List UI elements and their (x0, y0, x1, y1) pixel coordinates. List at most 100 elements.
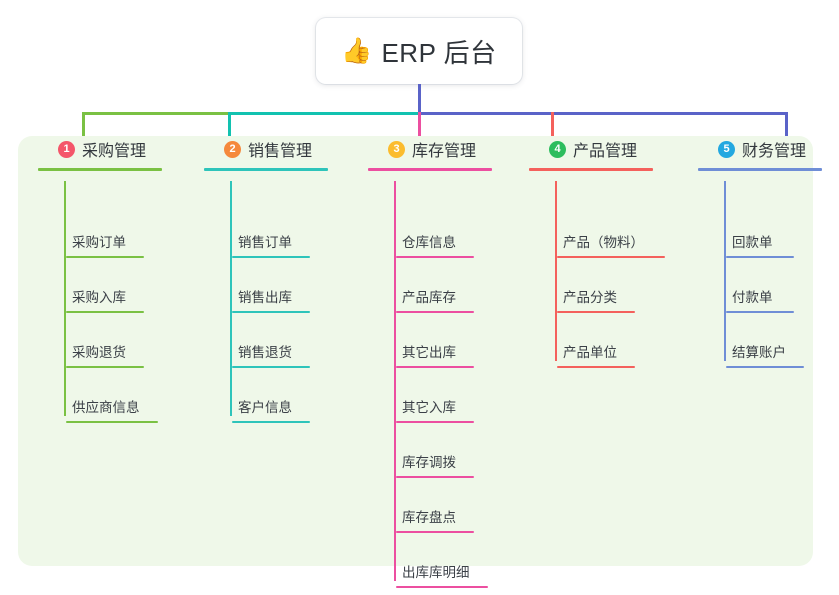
branch-header-rule-1 (38, 168, 162, 171)
leaf-item-rule (396, 256, 474, 258)
connector-drop-3 (418, 112, 421, 152)
leaf-item[interactable]: 回款单 (726, 231, 794, 265)
connector-drop-1 (82, 112, 85, 152)
branch-header-4[interactable]: 4 产品管理 (529, 136, 653, 162)
leaf-item-label: 结算账户 (732, 345, 786, 360)
branch-title-2: 销售管理 (248, 143, 313, 160)
branch-spine-5 (724, 181, 726, 361)
leaf-item[interactable]: 其它入库 (396, 396, 474, 430)
branch-header-rule-5 (698, 168, 822, 171)
leaf-item[interactable]: 供应商信息 (66, 396, 158, 430)
leaf-item-rule (726, 311, 794, 313)
thumbs-up-icon: 👍 (341, 36, 373, 65)
leaf-item-rule (396, 311, 474, 313)
connector-drop-2 (228, 112, 231, 152)
leaf-item-label: 出库库明细 (402, 565, 470, 580)
leaf-item-label: 产品单位 (563, 345, 617, 360)
leaf-item[interactable]: 产品（物料） (557, 231, 665, 265)
connector-drop-5 (785, 112, 788, 152)
branch-title-4: 产品管理 (573, 143, 638, 160)
connector-bar-mid (228, 112, 420, 115)
leaf-item-label: 仓库信息 (402, 235, 456, 250)
leaf-item[interactable]: 库存调拨 (396, 451, 474, 485)
leaf-item-rule (396, 531, 474, 533)
branch-title-3: 库存管理 (412, 143, 477, 160)
leaf-item-label: 销售出库 (238, 290, 292, 305)
connector-bar-left (82, 112, 230, 115)
leaf-item-label: 付款单 (732, 290, 773, 305)
leaf-item-label: 客户信息 (238, 400, 292, 415)
leaf-item[interactable]: 采购入库 (66, 286, 144, 320)
connector-bar-right (418, 112, 788, 115)
leaf-item-label: 产品库存 (402, 290, 456, 305)
leaf-item[interactable]: 其它出库 (396, 341, 474, 375)
leaf-item[interactable]: 产品分类 (557, 286, 635, 320)
leaf-item-rule (557, 311, 635, 313)
leaf-item[interactable]: 销售退货 (232, 341, 310, 375)
leaf-item-rule (232, 421, 310, 423)
leaf-item-rule (66, 256, 144, 258)
leaf-item-label: 销售订单 (238, 235, 292, 250)
branch-spine-3 (394, 181, 396, 581)
branch-column-4: 4 产品管理产品（物料） 产品分类产品单位 (529, 136, 665, 368)
leaf-item-rule (66, 311, 144, 313)
branch-badge-5: 5 (718, 140, 735, 158)
branch-column-5: 5 财务管理回款单付款单结算账户 (698, 136, 822, 368)
leaf-item[interactable]: 销售订单 (232, 231, 310, 265)
leaf-item[interactable]: 付款单 (726, 286, 794, 320)
leaf-item-label: 供应商信息 (72, 400, 140, 415)
leaf-item-rule (726, 256, 794, 258)
branch-column-3: 3 库存管理仓库信息产品库存其它出库其它入库库存调拨库存盘点出库库明细 (368, 136, 492, 588)
leaf-item[interactable]: 出库库明细 (396, 561, 488, 595)
branch-badge-2: 2 (224, 140, 241, 158)
leaf-item-label: 采购订单 (72, 235, 126, 250)
leaf-item-rule (557, 366, 635, 368)
leaf-item-label: 回款单 (732, 235, 773, 250)
leaf-item-rule (396, 421, 474, 423)
branch-title-1: 采购管理 (82, 143, 147, 160)
branch-header-rule-3 (368, 168, 492, 171)
leaf-item[interactable]: 销售出库 (232, 286, 310, 320)
leaf-item[interactable]: 结算账户 (726, 341, 804, 375)
leaf-item[interactable]: 客户信息 (232, 396, 310, 430)
leaf-item[interactable]: 仓库信息 (396, 231, 474, 265)
branch-header-5[interactable]: 5 财务管理 (698, 136, 822, 162)
leaf-item[interactable]: 产品单位 (557, 341, 635, 375)
diagram-panel: 1 采购管理采购订单采购入库采购退货供应商信息 2 销售管理销售订单销售出库销售退货… (18, 136, 822, 588)
branch-spine-1 (64, 181, 66, 416)
branch-badge-1: 1 (58, 140, 75, 158)
branch-header-2[interactable]: 2 销售管理 (204, 136, 328, 162)
branch-header-rule-2 (204, 168, 328, 171)
leaf-item-rule (232, 366, 310, 368)
connector-trunk (418, 84, 421, 114)
leaf-item-label: 采购入库 (72, 290, 126, 305)
leaf-item[interactable]: 采购订单 (66, 231, 144, 265)
branch-badge-4: 4 (549, 140, 566, 158)
leaf-item-rule (66, 366, 144, 368)
leaf-item-label: 销售退货 (238, 345, 292, 360)
leaf-item-label: 其它出库 (402, 345, 456, 360)
root-node[interactable]: 👍 ERP 后台 (316, 18, 522, 84)
leaf-item-label: 其它入库 (402, 400, 456, 415)
branch-badge-3: 3 (388, 140, 405, 158)
leaf-item-label: 库存调拨 (402, 455, 456, 470)
leaf-item[interactable]: 采购退货 (66, 341, 144, 375)
leaf-item-rule (726, 366, 804, 368)
leaf-item-rule (396, 366, 474, 368)
leaf-item-label: 产品（物料） (563, 235, 644, 250)
leaf-item[interactable]: 库存盘点 (396, 506, 474, 540)
branch-spine-2 (230, 181, 232, 416)
branch-header-1[interactable]: 1 采购管理 (38, 136, 162, 162)
leaf-item-label: 库存盘点 (402, 510, 456, 525)
branch-header-3[interactable]: 3 库存管理 (368, 136, 492, 162)
leaf-item-label: 产品分类 (563, 290, 617, 305)
leaf-item-rule (232, 311, 310, 313)
leaf-item-rule (557, 256, 665, 258)
branch-spine-4 (555, 181, 557, 361)
leaf-item-rule (396, 586, 488, 588)
connector-drop-4 (551, 112, 554, 152)
leaf-item[interactable]: 产品库存 (396, 286, 474, 320)
root-title: ERP 后台 (381, 37, 497, 68)
leaf-item-rule (66, 421, 158, 423)
branch-title-5: 财务管理 (742, 143, 807, 160)
